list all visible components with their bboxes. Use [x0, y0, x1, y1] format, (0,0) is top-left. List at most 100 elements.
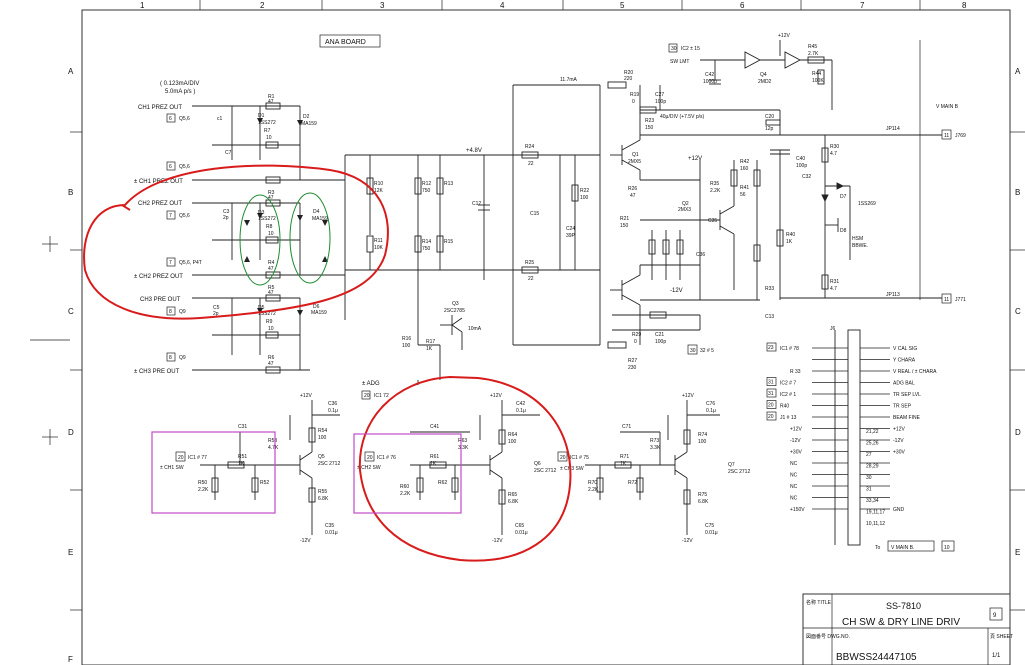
c71-label: C71: [622, 424, 631, 430]
rail-12v-out: +12V: [688, 156, 702, 162]
connector-ref-box: [766, 400, 777, 409]
ic2-labels: 30 IC2 ± 15 SW LMT C42 1000p Q4 2MD2 R45…: [668, 33, 824, 85]
ic2-label: IC2 ± 15: [681, 46, 700, 52]
c65-label: C65: [515, 523, 524, 529]
c21-value: 100p: [655, 339, 666, 345]
r42-value: 160: [740, 166, 749, 172]
ic1-label: IC1 72: [374, 393, 389, 399]
j6-label: J6: [830, 326, 836, 332]
r4-label: R4: [268, 260, 275, 266]
c27-label: C27: [655, 92, 664, 98]
r65-value: 6.8K: [508, 499, 519, 505]
ch1-sw-label: ± CH1 SW: [160, 465, 184, 471]
d7-label: D7: [840, 194, 847, 200]
r73-value: 3.3K: [650, 445, 661, 451]
r23-label: R23: [645, 118, 654, 124]
c20-value: 12p: [765, 126, 774, 132]
sheet-count: 1/1: [992, 653, 1001, 659]
connector-signal: +30V: [893, 450, 905, 456]
r14-label: R14: [422, 239, 431, 245]
j6-connector: [834, 329, 861, 546]
output-stage-labels: Q1 2MX5 Q2 2MX3 R26 47 R35 2.2K R42 160 …: [620, 70, 876, 371]
q3-current: 10mA: [468, 326, 482, 332]
r33-label: R33: [765, 286, 774, 292]
c3-label: C3: [223, 209, 230, 215]
connector-source: IC2 # 7: [780, 381, 796, 387]
r27-label: R27: [628, 358, 637, 364]
r74-value: 100: [698, 439, 707, 445]
r21-label: R21: [620, 216, 629, 222]
r17-label: R17: [426, 339, 435, 345]
r65-label: R65: [508, 492, 517, 498]
output-pin: 11: [944, 297, 949, 303]
r50-value: 2.2K: [198, 487, 209, 493]
connector-ref: 31: [768, 380, 774, 386]
c40-value: 100p: [796, 163, 807, 169]
ic2-block: [700, 40, 833, 110]
r55-value: 6.8K: [318, 496, 329, 502]
rail-n12v-1: -12V: [300, 538, 311, 544]
c24-label: C24: [566, 226, 575, 232]
r70-value: 2.2K: [588, 487, 599, 493]
connector-pin-number: 25,26: [866, 441, 879, 447]
title-block: 名称 TITLE SS-7810 CH SW & DRY LINE DRIV 9…: [802, 593, 1013, 665]
input-ref: Q5,6: [179, 164, 190, 170]
r52-label: R52: [260, 480, 269, 486]
input-labels: CH1 PREZ OUT 6 Q5,6 ± CH1 PREZ OUT 6 Q5,…: [134, 105, 202, 375]
r25-label: R25: [525, 260, 534, 266]
c5-label: C5: [213, 305, 220, 311]
r21-value: 150: [620, 223, 629, 229]
grid-row-d-right: D: [1015, 428, 1021, 437]
connector-pin-number: 33,34: [866, 498, 879, 504]
input-signal: CH3 PRE OUT: [140, 297, 181, 303]
r64-label: R64: [508, 432, 517, 438]
c35b-value: 0.01μ: [325, 530, 338, 536]
d6-label: D6: [313, 304, 320, 310]
connector-signal: -12V: [893, 438, 904, 444]
connector-source: NC: [790, 461, 798, 467]
c41-label: C41: [430, 424, 439, 430]
q4-label: Q4: [760, 72, 767, 78]
c5-value: 2p: [213, 311, 219, 317]
r5-label: R5: [268, 285, 275, 291]
r3-label: R3: [268, 190, 275, 196]
spec-line-1: ( 0.123mA/DIV: [160, 81, 199, 87]
annotation-circle-red-2: [358, 375, 572, 562]
r30-value: 4.7: [830, 151, 837, 157]
input-signal: ± CH2 PREZ OUT: [134, 274, 183, 280]
d2-label: D2: [303, 114, 310, 120]
r44-value: 100K: [812, 78, 824, 84]
spec-line-2: 5.0mA p/s ): [165, 89, 195, 95]
input-ref: Q9: [179, 355, 186, 361]
title-text: CH SW & DRY LINE DRIV: [842, 617, 960, 628]
switch-stage-2: [410, 400, 540, 535]
r53-value: 4.7K: [268, 445, 279, 451]
input-pin: 8: [169, 309, 172, 315]
switch-stage-1: [200, 400, 340, 535]
connector-signal: GND: [893, 507, 905, 513]
r70-label: R70: [588, 480, 597, 486]
grid-col-8: 8: [962, 1, 967, 10]
r7-value: 10: [266, 135, 272, 141]
q5-value: 2SC 2712: [318, 461, 340, 467]
rail-48v: +4.8V: [466, 148, 482, 154]
ch2-sw-label: ± CH2 SW: [357, 465, 381, 471]
grid-row-b: B: [68, 188, 73, 197]
d5n-label: 1SS269: [858, 201, 876, 207]
c42-value: 1000p: [703, 79, 717, 85]
bias-network-labels: R10 12K R11 10K R12 750 R13 R14 750 R15 …: [374, 77, 589, 282]
grid-col-5: 5: [620, 1, 625, 10]
connector-pin-number: 27: [866, 452, 872, 458]
r73-label: R73: [650, 438, 659, 444]
r30-label: R30: [830, 144, 839, 150]
c35b-label: C35: [325, 523, 334, 529]
r5-value: 47: [268, 290, 274, 296]
board-label: ANA BOARD: [325, 39, 366, 46]
c42-label: C42: [705, 72, 714, 78]
r51-label: R51: [238, 454, 247, 460]
r11-label: R11: [374, 238, 383, 244]
r61-label: R61: [430, 454, 439, 460]
connector-signal: TR SEP: [893, 404, 912, 410]
ic2-pin: 30: [671, 46, 677, 52]
r29-label: R29: [632, 332, 641, 338]
